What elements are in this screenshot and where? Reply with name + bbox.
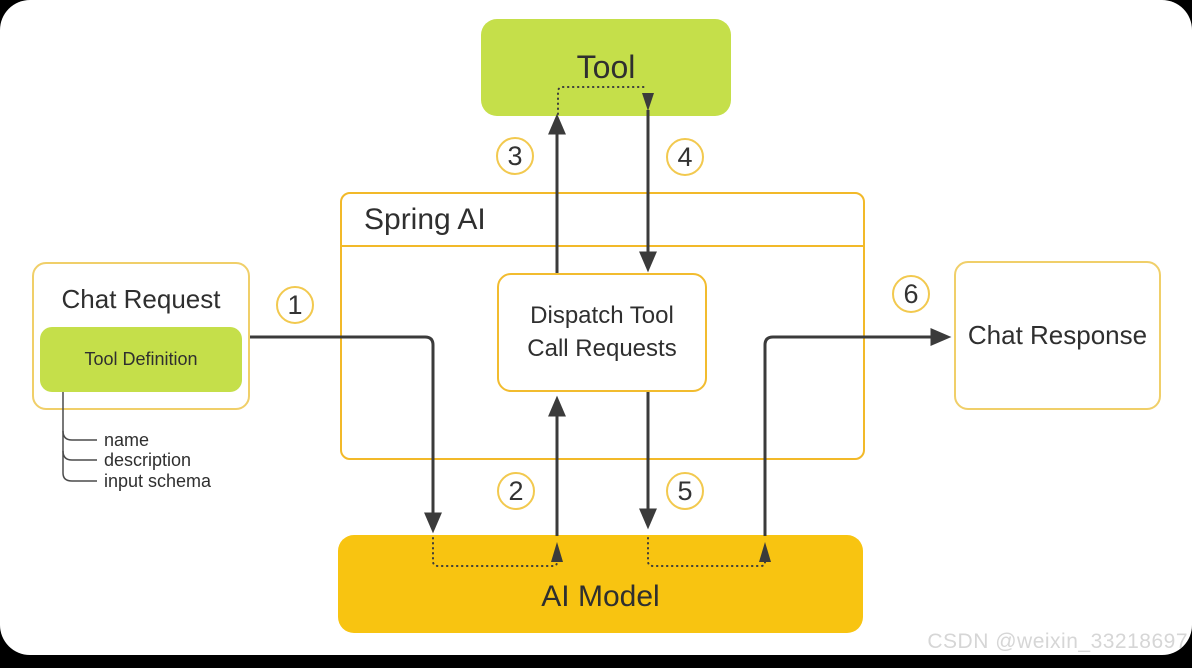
spring-ai-title: Spring AI [364,202,486,236]
node-chat-response: Chat Response [954,261,1161,410]
step-badge-6: 6 [892,275,930,313]
dispatch-label: Dispatch Tool Call Requests [527,302,677,362]
chat-response-label: Chat Response [967,320,1148,350]
step-badge-4: 4 [666,138,704,176]
step-badge-2: 2 [497,472,535,510]
node-ai-model: AI Model [338,535,863,633]
node-tool-definition: Tool Definition [40,327,242,392]
node-chat-request: Chat Request Tool Definition [32,262,250,410]
ai-model-label: AI Model [541,580,660,613]
node-tool: Tool [481,19,731,116]
node-tool-label: Tool [576,49,636,85]
step-badge-5: 5 [666,472,704,510]
csdn-watermark: CSDN @weixin_33218697 [927,630,1188,653]
node-spring-ai-container: Spring AI [340,192,865,460]
tool-definition-field-description: description [104,450,192,470]
step-badge-3: 3 [496,137,534,175]
chat-request-label: Chat Request [61,284,221,314]
tool-definition-field-input-schema: input schema [104,471,212,491]
tool-definition-field-name: name [104,430,150,450]
spring-ai-header: Spring AI [342,194,863,247]
tool-definition-label: Tool Definition [84,349,198,369]
step-badge-1: 1 [276,286,314,324]
node-dispatch-tool-call-requests: Dispatch Tool Call Requests [497,273,707,392]
